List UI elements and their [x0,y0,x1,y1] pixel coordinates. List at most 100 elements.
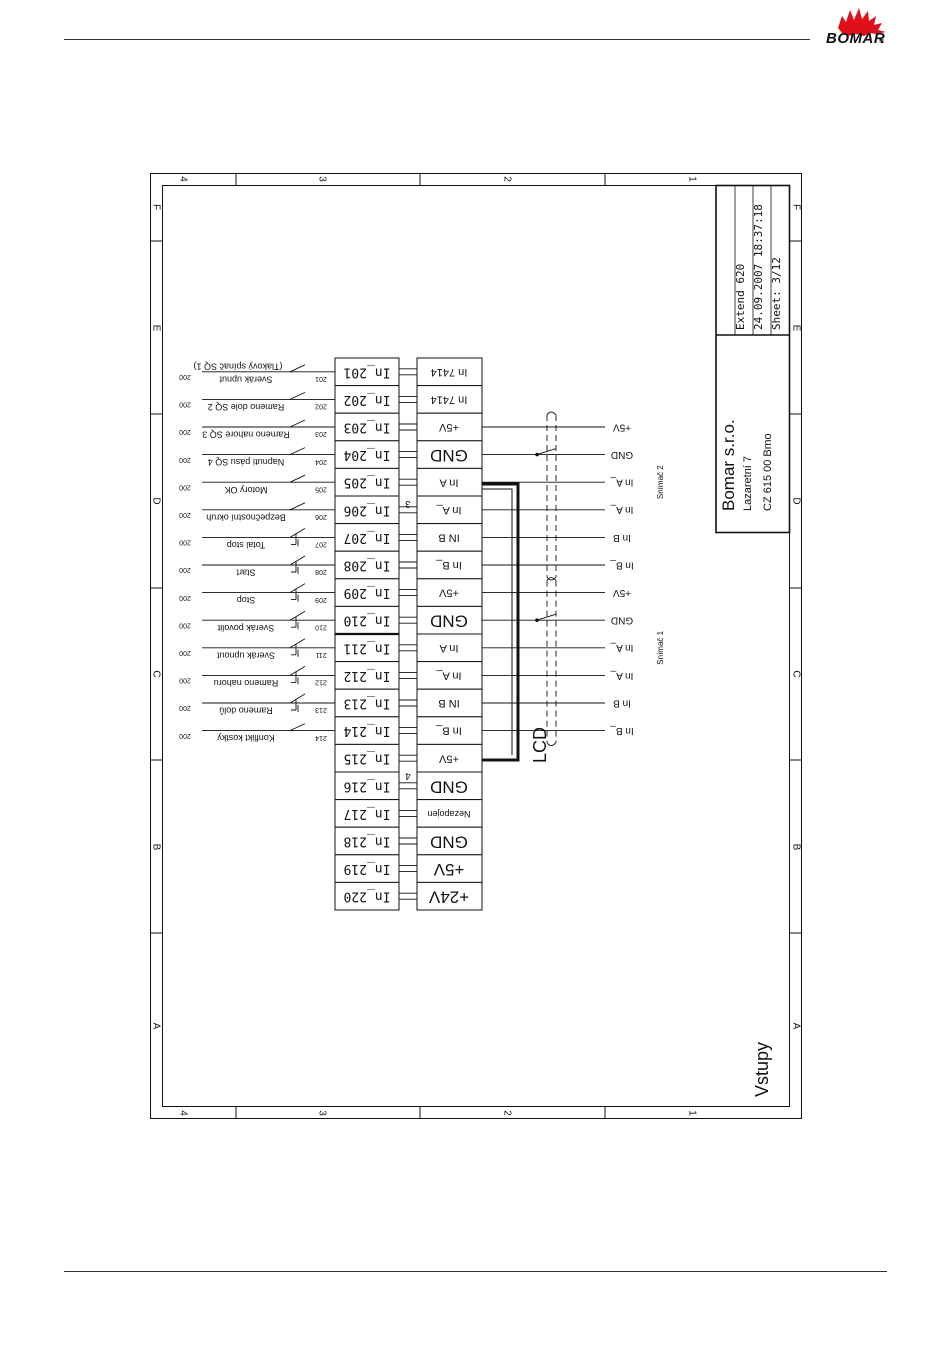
grid-row-left: F [150,204,161,210]
terminal-inner-box [334,495,400,525]
ref-number: 200 [179,539,191,546]
pushbutton-switch-icon [289,555,306,574]
grid-row-left: B [150,844,161,851]
logo-text: BOMAR [826,30,886,47]
wire-number: 207 [315,541,327,548]
ref-number: 200 [179,621,191,628]
terminal-outer-label: Nezapojen [427,809,470,819]
wire-number: 210 [315,623,327,630]
terminal-outer-box [416,716,483,745]
switch-label-secondary: (Tlakový spínač SQ 1) [193,361,282,371]
switch-label: Napnutí pásu SQ 4 [208,457,285,467]
terminal-outer-label: In 7414 [431,366,468,378]
terminal-outer-box [416,826,483,856]
terminal-outer-box [416,467,483,497]
terminal-inner-label: In_214 [343,723,390,738]
terminal-outer-label: +5V [438,421,459,433]
wire-number: 208 [315,568,327,575]
terminal-outer-label: GND [430,777,468,796]
terminal-inner-label: In_213 [344,696,391,711]
terminal-outer-label: GND [430,446,468,465]
terminal-inner-label: In_217 [344,806,391,821]
ref-number: 200 [179,511,191,518]
switch-label: Sverák upnut [219,374,273,384]
terminal-outer-box [416,605,483,635]
wire-number: 212 [315,679,327,686]
ref-number: 200 [179,428,191,435]
pushbutton-switch-icon [289,638,306,657]
terminal-inner-box [334,743,400,773]
terminal-outer-label: +24V [428,888,469,907]
ref-number: 200 [179,677,191,684]
grid-row-left: E [150,325,161,332]
drawing-frame [150,173,802,1119]
company-street: Lazaretní 7 [742,456,754,511]
ref-number: 200 [179,594,191,601]
sheet-title: Vstupy [752,1042,772,1097]
wire-number: 211 [315,651,326,658]
ref-number: 200 [179,401,191,408]
sensor-signal-label: In A_ [610,504,633,515]
contact-switch-icon [289,419,306,428]
terminal-inner-label: In_210 [344,613,391,628]
terminal-outer-box [416,357,483,387]
terminal-inner-label: In_219 [344,861,391,876]
shield-cap [546,411,557,416]
contact-switch-icon [289,364,306,373]
terminal-inner-label: In_216 [344,778,391,793]
terminal-inner-label: In_220 [344,889,391,904]
ref-number: 200 [179,373,191,380]
terminal-outer-box [416,633,483,663]
terminal-outer-label: GND [430,833,468,852]
pushbutton-switch-icon [289,693,306,712]
terminal-inner-box [334,881,400,911]
terminal-outer-label: +5V [433,860,464,879]
switch-label: Start [236,568,256,578]
wire-number: 213 [315,706,327,713]
terminal-inner-box [334,357,400,387]
grid-col-bottom: 1 [686,1110,697,1116]
grid-row-right: C [790,670,801,677]
lcd-bracket [482,482,520,762]
terminal-inner-label: In_203 [344,420,391,435]
switch-label: Rameno nahore SQ 3 [202,430,290,440]
terminal-inner-label: In_218 [344,834,391,849]
grid-row-right: D [790,497,801,504]
switch-label: Sverák upnout [216,650,275,660]
terminal-inner-label: In_208 [344,558,391,573]
terminal-inner-box [334,799,400,828]
lcd-bracket-inner [482,488,513,755]
terminal-outer-label: +5V [438,587,459,599]
grid-row-left: D [150,497,161,504]
terminal-outer-label: In B_ [435,559,462,571]
shield-cap [546,577,557,581]
terminal-inner-box [334,633,400,663]
terminal-inner-label: In_204 [343,447,390,462]
terminal-inner-box [334,385,400,414]
company-city: CZ 615 00 Brno [762,433,774,511]
terminal-inner-box [334,854,400,883]
switch-label: Sverák povolit [217,623,274,633]
terminal-outer-label: IN B [438,531,459,543]
terminal-outer-label: In A_ [436,504,462,516]
switch-label: Motory OK [224,485,267,495]
connector-4-label: 4 [405,770,411,781]
sensor-signal-label: In B_ [610,725,634,736]
switch-label: Bezpečnostní okruh [206,512,286,522]
grid-row-right: A [790,1023,801,1030]
shield-ground [536,448,557,456]
title-project: Extend 620 [734,264,747,330]
sensor-signal-label: In B [613,697,631,708]
wire-number: 203 [315,430,327,437]
grid-col-top: 3 [316,176,327,182]
sensor-signal-label: In A_ [610,670,633,681]
sensor-signal-label: In A_ [610,642,633,653]
wire-number: 214 [315,734,327,741]
switch-label: Rameno dolů [219,706,273,716]
terminal-outer-box [416,688,483,718]
grid-col-bottom: 3 [316,1110,327,1116]
